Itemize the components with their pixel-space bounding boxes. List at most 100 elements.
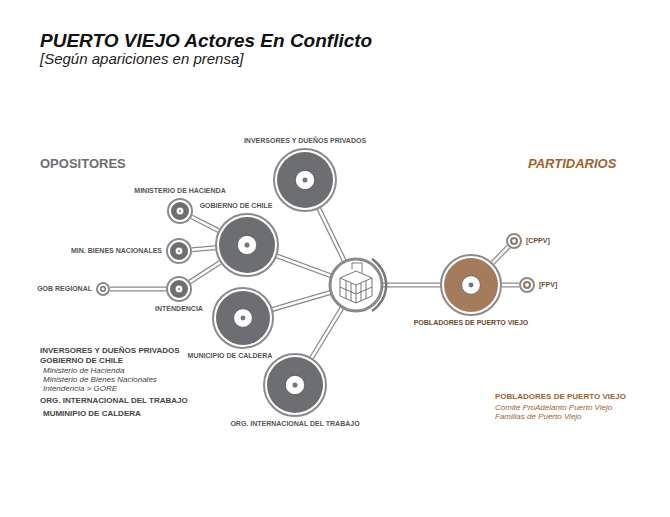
connector <box>502 285 519 286</box>
hub-bracket <box>372 259 386 311</box>
center-dot <box>101 287 105 291</box>
list-item: INVERSORES Y DUEÑOS PRIVADOS <box>40 346 180 355</box>
actor-circle: GOB REGIONAL <box>96 282 110 296</box>
actor-circle: MUNICIPIO DE CALDERA <box>212 287 274 349</box>
side-heading: PARTIDARIOS <box>528 156 616 171</box>
connector-core <box>502 284 519 287</box>
actor-circle: [FPV] <box>519 277 535 293</box>
actor-label: INTENDENCIA <box>155 305 203 313</box>
center-pin <box>292 382 297 387</box>
connector-outline <box>110 287 166 292</box>
connector <box>493 247 509 263</box>
list-subitem: Intendencia > GORE <box>43 384 117 393</box>
disk <box>267 357 323 413</box>
actor-circle: MINISTERIO DE HACIENDA <box>167 198 193 224</box>
connector-core <box>190 262 220 282</box>
subtitle: [Según apariciones en prensa] <box>40 50 243 67</box>
center-pin <box>178 250 180 252</box>
actor-label: GOB REGIONAL <box>37 285 92 293</box>
center-dot <box>285 375 304 394</box>
list-subitem: Ministerio de Bienes Nacionales <box>43 375 157 384</box>
actor-circle: INVERSORES Y DUEÑOS PRIVADOS <box>273 148 337 212</box>
building-icon <box>340 263 372 303</box>
center-pin <box>241 316 246 321</box>
actor-label: POBLADORES DE PUERTO VIEJO <box>414 319 529 327</box>
circle-shape <box>96 282 110 296</box>
center-pin <box>179 210 181 212</box>
actor-label: ORG. INTERNACIONAL DEL TRABAJO <box>230 420 359 428</box>
connector-core <box>493 247 509 263</box>
actor-circle: INTENDENCIA <box>166 276 192 302</box>
connector <box>192 248 215 250</box>
disk <box>171 202 189 220</box>
actor-label: [FPV] <box>539 281 557 289</box>
outer-ring <box>507 234 521 248</box>
actor-label: GOBIERNO DE CHILE <box>200 202 273 210</box>
connector <box>190 262 220 282</box>
disk <box>216 291 270 345</box>
center-dot <box>295 170 314 189</box>
outer-ring <box>264 354 326 416</box>
connector-outline <box>192 248 215 250</box>
hub-links <box>243 180 471 385</box>
list-item: GOBIERNO DE CHILE <box>40 356 123 365</box>
center-dot <box>237 235 256 254</box>
center-pin <box>469 283 474 288</box>
disk <box>444 258 498 312</box>
circle-shape <box>166 238 192 264</box>
connector <box>110 289 166 290</box>
circle-shape <box>263 353 327 417</box>
connector-core <box>110 288 166 291</box>
list-item: ORG. INTERNACIONAL DEL TRABAJO <box>40 396 188 405</box>
diagram-title: PUERTO VIEJO Actores En Conflicto <box>40 30 372 52</box>
actor-label: INVERSORES Y DUEÑOS PRIVADOS <box>244 137 366 145</box>
hub-circle <box>330 259 382 311</box>
outer-ring <box>167 277 191 301</box>
list-item: POBLADORES DE PUERTO VIEJO <box>495 392 626 401</box>
circle-shape <box>519 277 535 293</box>
disk <box>523 281 531 289</box>
actor-label: MINISTERIO DE HACIENDA <box>134 187 225 195</box>
disk <box>170 242 188 260</box>
circle-shape <box>215 213 279 277</box>
connector-outline <box>192 217 219 231</box>
connector-core <box>192 217 219 231</box>
center-dot <box>462 276 481 295</box>
center-pin <box>302 177 307 182</box>
list-subitem: Comite ProAdelanto Puerto Viejo <box>495 403 612 412</box>
connector <box>192 217 219 231</box>
actor-label: [CPPV] <box>526 237 550 245</box>
actor-circle: ORG. INTERNACIONAL DEL TRABAJO <box>263 353 327 417</box>
side-heading: OPOSITORES <box>40 156 126 171</box>
outer-ring <box>216 214 278 276</box>
actor-circle: POBLADORES DE PUERTO VIEJO <box>440 254 502 316</box>
outer-ring <box>167 239 191 263</box>
outer-ring <box>213 288 273 348</box>
outer-ring <box>520 278 534 292</box>
circle-shape <box>167 198 193 224</box>
actor-label: MIN. BIENES NACIONALES <box>71 247 162 255</box>
center-dot <box>175 285 183 293</box>
center-dot <box>176 207 184 215</box>
center-dot <box>234 309 253 328</box>
circle-shape <box>440 254 502 316</box>
center-dot <box>525 283 530 288</box>
connector-outline <box>493 247 509 263</box>
circle-shape <box>506 233 522 249</box>
disk <box>100 286 106 292</box>
actor-circle: MIN. BIENES NACIONALES <box>166 238 192 264</box>
disk <box>510 237 518 245</box>
list-subitem: Ministerio de Hacienda <box>43 366 124 375</box>
connector-outline <box>502 283 519 288</box>
outer-ring <box>274 149 336 211</box>
center-pin <box>178 288 180 290</box>
center-pin <box>244 242 249 247</box>
actor-label: MUNICIPIO DE CALDERA <box>188 352 273 360</box>
actor-circle: [CPPV] <box>506 233 522 249</box>
list-item: MUMINIPIO DE CALDERA <box>43 409 141 418</box>
center-dot <box>512 239 517 244</box>
connector-outline <box>190 262 220 282</box>
